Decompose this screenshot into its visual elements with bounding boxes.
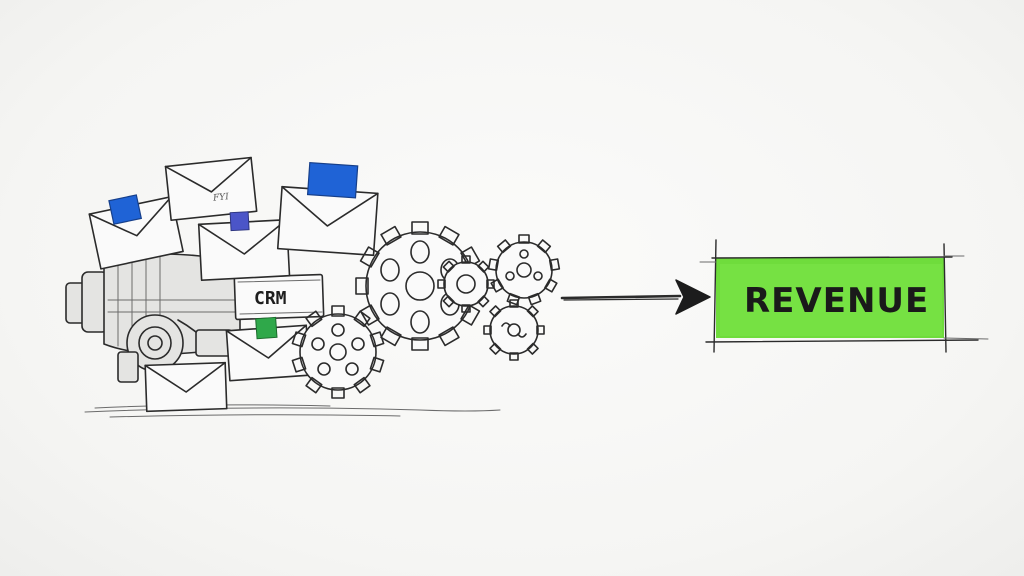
envelope-icon: FYI [88,156,379,413]
arrow-right-icon [560,279,711,315]
crm-box: CRM [233,273,325,321]
revenue-box: REVENUE [699,239,989,353]
revenue-label: REVENUE [744,281,929,321]
gear-icon [291,221,561,399]
crm-label: CRM [254,288,287,309]
envelope-tag: FYI [212,192,230,204]
